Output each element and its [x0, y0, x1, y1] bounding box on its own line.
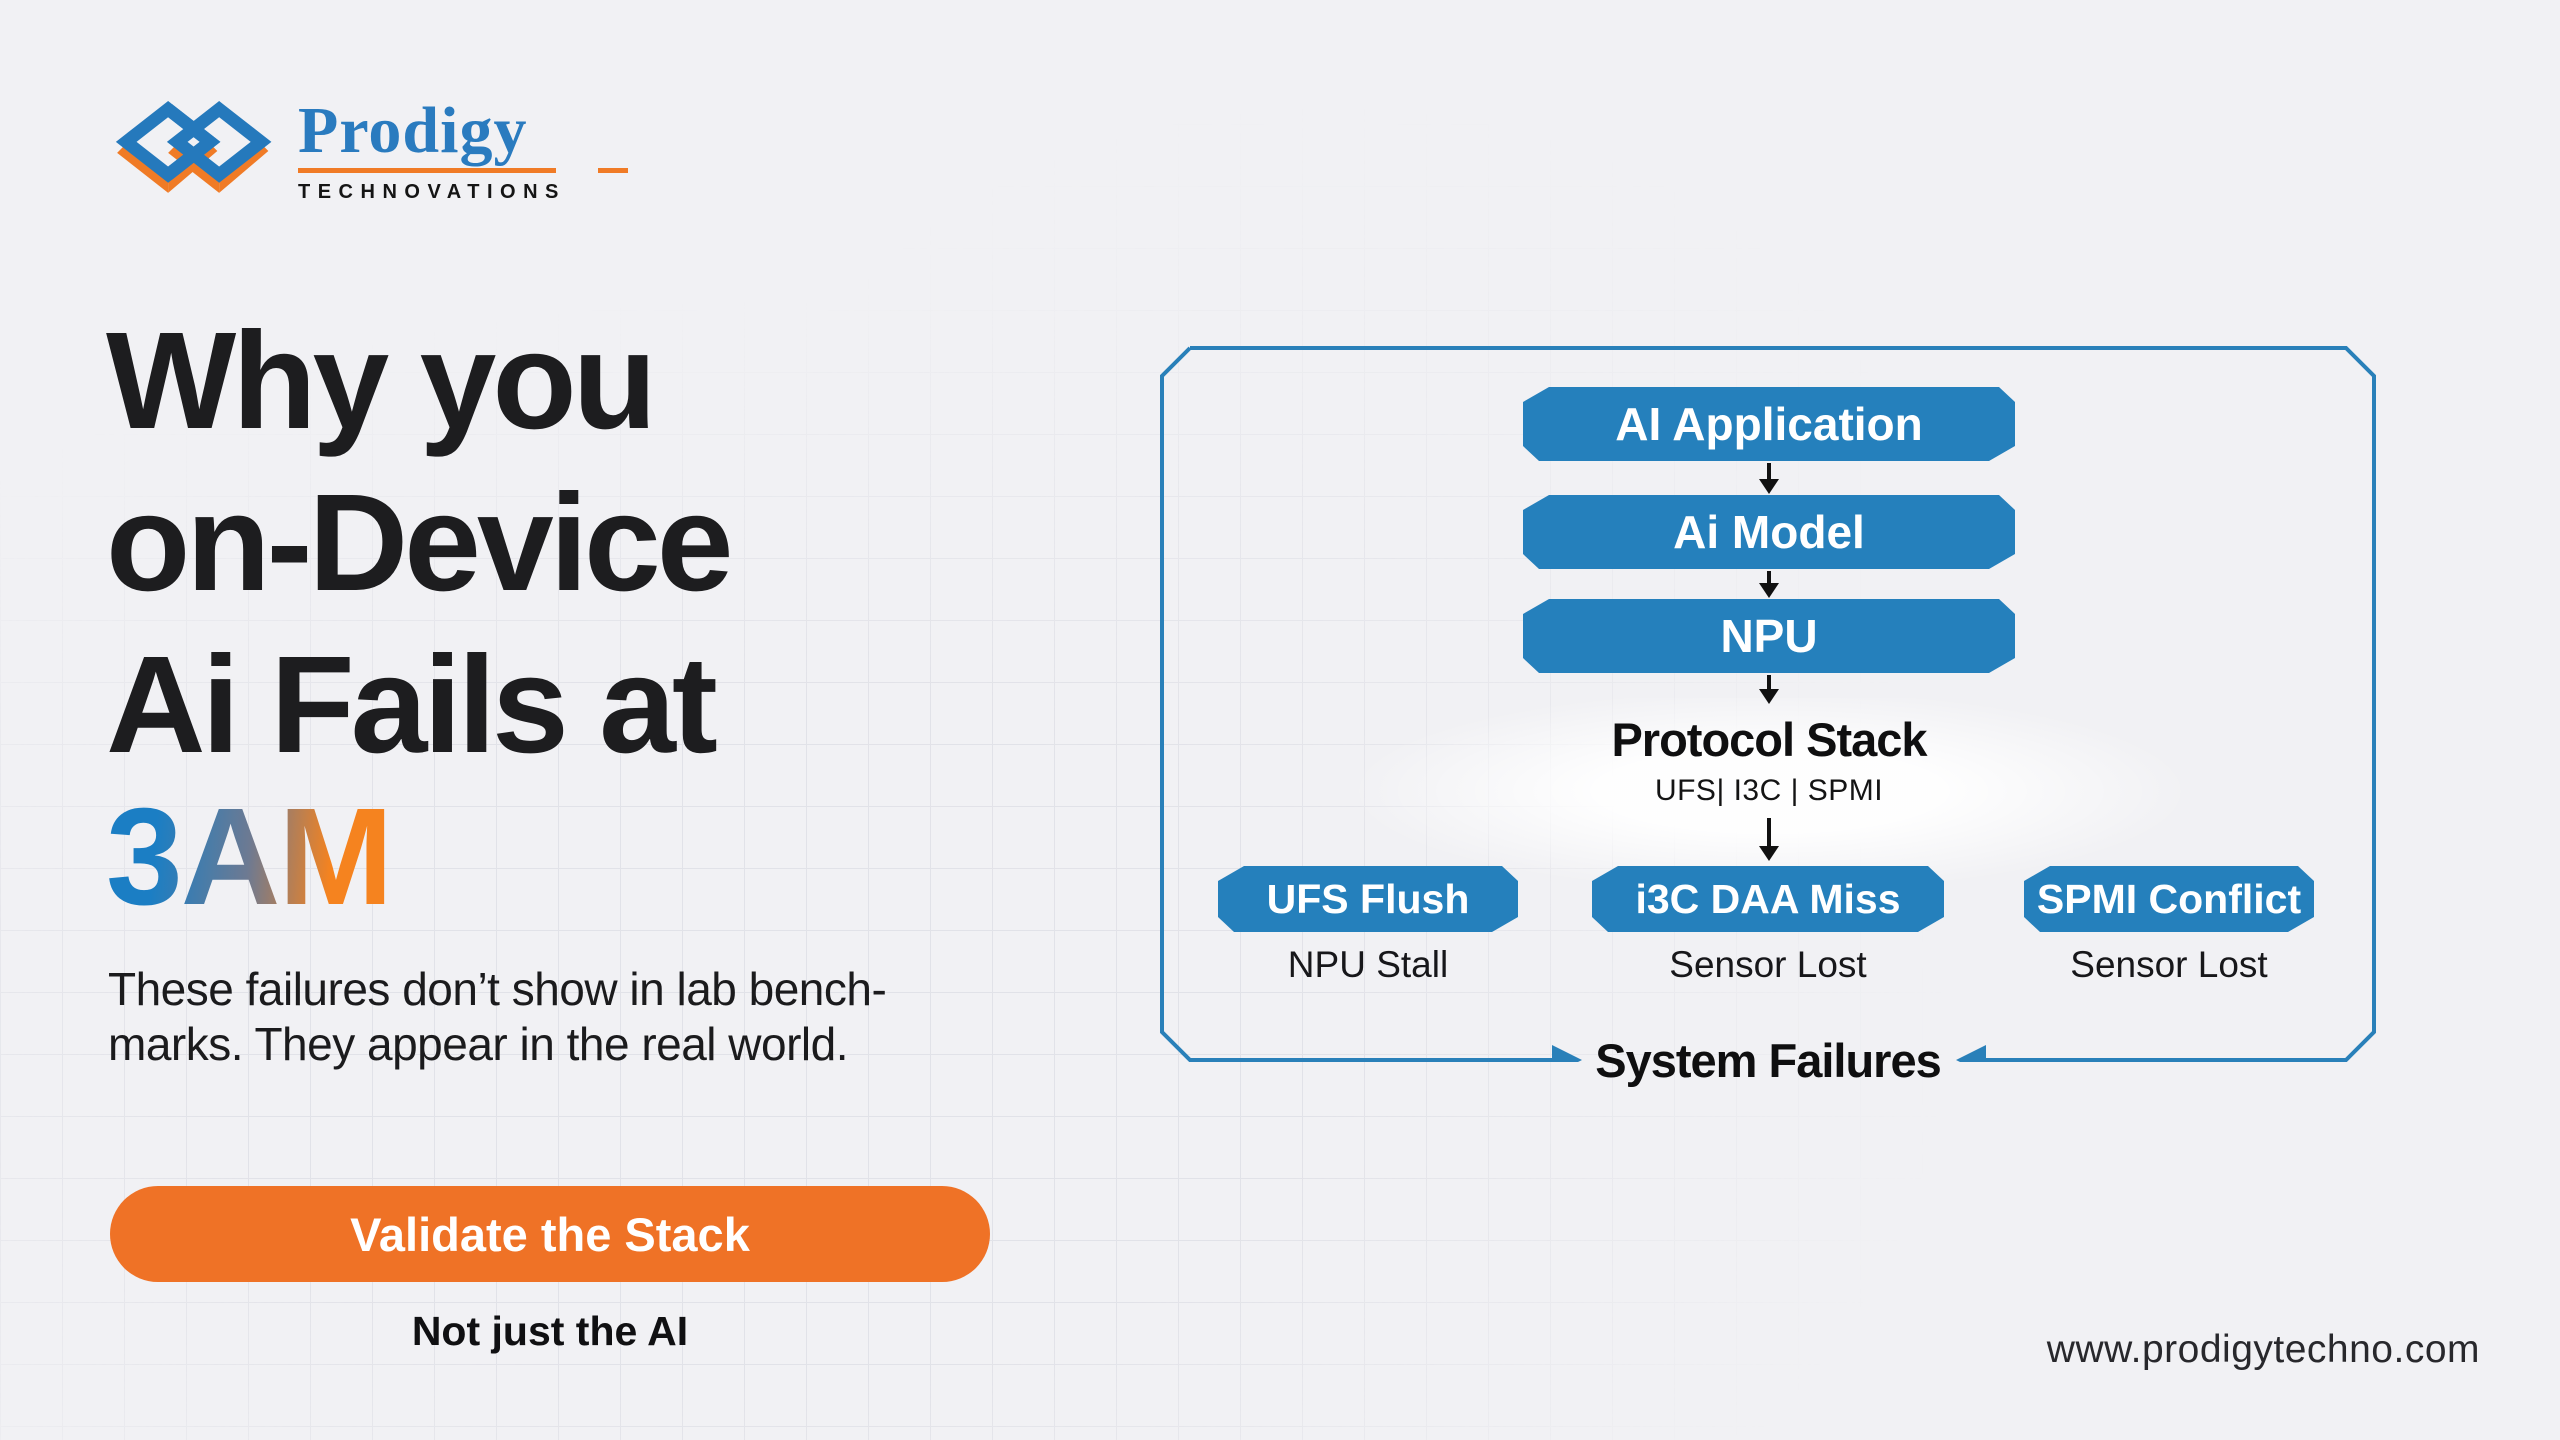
down-arrow-icon [1767, 818, 1771, 848]
arrow-left-icon [1956, 1045, 1986, 1062]
failure-box-label: i3C DAA Miss [1635, 875, 1901, 922]
page-title: Why you on-Device Ai Fails at [106, 300, 734, 786]
system-failures-label: System Failures [1595, 1033, 1942, 1087]
cta-caption: Not just the AI [411, 1308, 689, 1354]
failure-box-label: SPMI Conflict [2036, 875, 2302, 922]
interlocked-diamonds-icon [115, 100, 272, 193]
failure-box-i3c-daa-miss: i3C DAA Miss [1592, 866, 1944, 932]
down-arrow-icon [1767, 675, 1771, 691]
stack-box-ai-model: Ai Model [1523, 495, 2015, 569]
headline-line-1: Why you [106, 304, 657, 458]
headline-line-3: Ai Fails at [106, 628, 718, 783]
headline-line-2: on-Device [106, 466, 734, 621]
stack-box-label: NPU [1720, 610, 1818, 662]
brand-logo: Prodigy TECHNOVATIONS [108, 92, 628, 210]
brand-name: Prodigy [298, 94, 528, 167]
brand-underline [298, 168, 628, 173]
protocol-stack-subtitle: UFS| I3C | SPMI [1654, 774, 1884, 807]
stack-box-npu: NPU [1523, 599, 2015, 673]
stack-box-ai-application: AI Application [1523, 387, 2015, 461]
arrow-right-icon [1552, 1045, 1582, 1062]
subtext-line-1: These failures don’t show in lab bench- [108, 963, 887, 1015]
stack-box-label: Ai Model [1673, 506, 1865, 558]
stack-box-label: AI Application [1615, 398, 1923, 450]
failure-caption-npu-stall: NPU Stall [1287, 944, 1449, 985]
website-url[interactable]: www.prodigytechno.com [2046, 1328, 2480, 1371]
down-arrow-icon [1767, 571, 1771, 585]
validate-stack-button[interactable]: Validate the Stack [110, 1186, 990, 1282]
hero-subtext: These failures don’t show in lab bench- … [108, 962, 887, 1072]
subtext-line-2: marks. They appear in the real world. [108, 1018, 849, 1071]
failure-caption-sensor-lost: Sensor Lost [1669, 944, 1867, 985]
protocol-stack-title: Protocol Stack [1611, 713, 1927, 766]
headline-highlight-3am: 3AM [106, 780, 393, 934]
stack-failure-diagram: AI Application Ai Model NPU Protocol Sta… [1160, 346, 2376, 1087]
failure-box-label: UFS Flush [1266, 875, 1470, 922]
brand-tagline: TECHNOVATIONS [298, 181, 566, 203]
failure-caption-sensor-lost: Sensor Lost [2070, 944, 2268, 985]
diagram-border [1160, 346, 2376, 1062]
failure-box-spmi-conflict: SPMI Conflict [2024, 866, 2314, 932]
failure-box-ufs-flush: UFS Flush [1218, 866, 1518, 932]
down-arrow-icon [1767, 463, 1771, 481]
